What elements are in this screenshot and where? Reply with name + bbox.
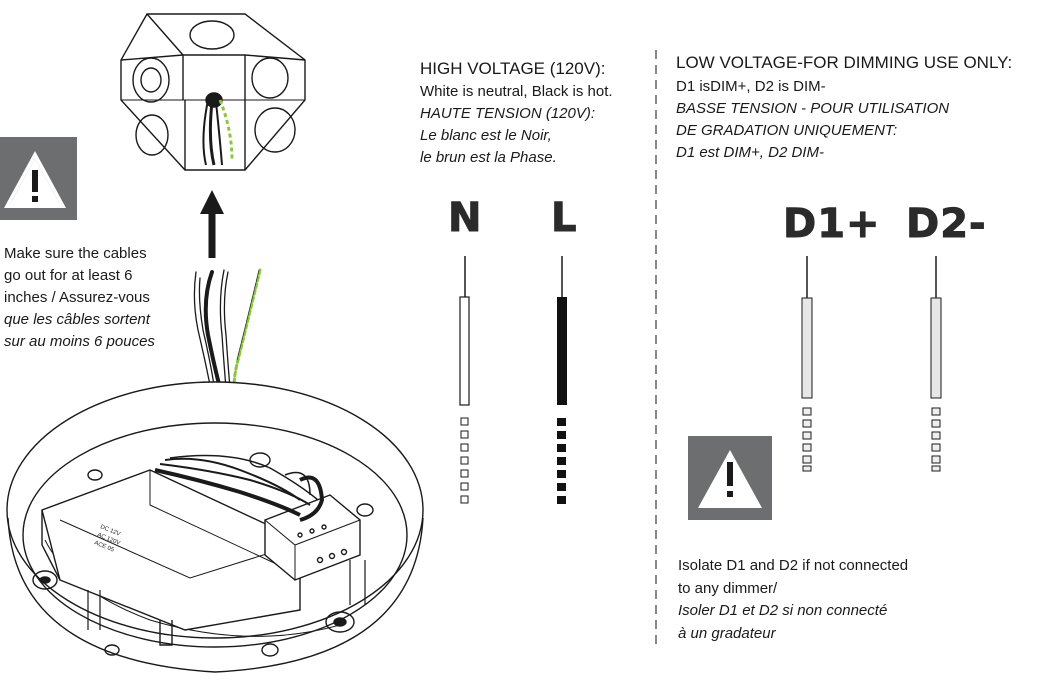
low-voltage-line1: D1 isDIM+, D2 is DIM- bbox=[676, 78, 826, 95]
d1-label: D1+ bbox=[783, 201, 881, 248]
isolate-note-line1: Isolate D1 and D2 if not connected bbox=[678, 557, 909, 574]
cable-note-line3: inches / Assurez-vous bbox=[4, 289, 150, 306]
high-voltage-title: HIGH VOLTAGE (120V): bbox=[420, 59, 606, 78]
line-wire bbox=[557, 256, 567, 504]
low-voltage-fr-line3: D1 est DIM+, D2 DIM- bbox=[676, 144, 824, 161]
arrow-up-icon bbox=[200, 190, 224, 258]
low-voltage-title: LOW VOLTAGE-FOR DIMMING USE ONLY: bbox=[676, 53, 1013, 72]
junction-box-illustration bbox=[120, 13, 306, 171]
high-voltage-fr-title: HAUTE TENSION (120V): bbox=[420, 105, 596, 122]
fixture-cables bbox=[193, 268, 262, 390]
high-voltage-fr-line1: Le blanc est le Noir, bbox=[420, 127, 552, 144]
cable-note-line1: Make sure the cables bbox=[4, 245, 147, 262]
low-voltage-fr-line1: BASSE TENSION - POUR UTILISATION bbox=[676, 100, 950, 117]
warning-icon-dimmer bbox=[688, 436, 772, 520]
cable-note-line4: que les câbles sortent bbox=[4, 311, 150, 328]
d2-wire bbox=[930, 256, 942, 472]
high-voltage-line1: White is neutral, Black is hot. bbox=[420, 83, 613, 100]
low-voltage-fr-line2: DE GRADATION UNIQUEMENT: bbox=[676, 122, 898, 139]
isolate-note-fr-line2: à un gradateur bbox=[678, 625, 776, 642]
line-label: L bbox=[551, 195, 578, 242]
warning-icon bbox=[0, 137, 77, 220]
neutral-label: N bbox=[447, 195, 483, 242]
fixture-housing-illustration bbox=[6, 381, 424, 673]
neutral-wire bbox=[459, 256, 470, 504]
isolate-note-line2: to any dimmer/ bbox=[678, 580, 778, 597]
isolate-note-fr-line1: Isoler D1 et D2 si non connecté bbox=[678, 602, 888, 619]
d1-wire bbox=[801, 256, 813, 472]
d2-label: D2- bbox=[906, 201, 987, 248]
cable-note-line2: go out for at least 6 bbox=[4, 267, 133, 284]
high-voltage-fr-line2: le brun est la Phase. bbox=[420, 149, 557, 166]
cable-note-line5: sur au moins 6 pouces bbox=[4, 333, 155, 350]
